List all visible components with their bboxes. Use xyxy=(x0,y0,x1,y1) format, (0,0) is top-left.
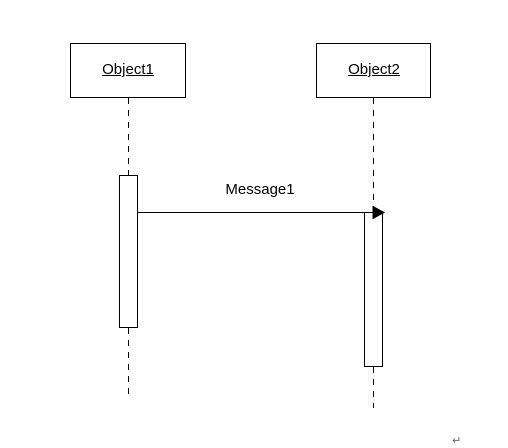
paragraph-mark-icon: ↵ xyxy=(452,435,462,447)
message1-arrowhead xyxy=(372,205,386,220)
message1-label: Message1 xyxy=(225,181,295,198)
object2-box[interactable] xyxy=(316,43,431,98)
object1-activation-bar[interactable] xyxy=(119,175,138,328)
object1-box[interactable] xyxy=(70,43,186,98)
object2-activation-bar[interactable] xyxy=(364,212,383,367)
object2-label: Object2 xyxy=(348,61,400,78)
object1-label: Object1 xyxy=(102,61,154,78)
